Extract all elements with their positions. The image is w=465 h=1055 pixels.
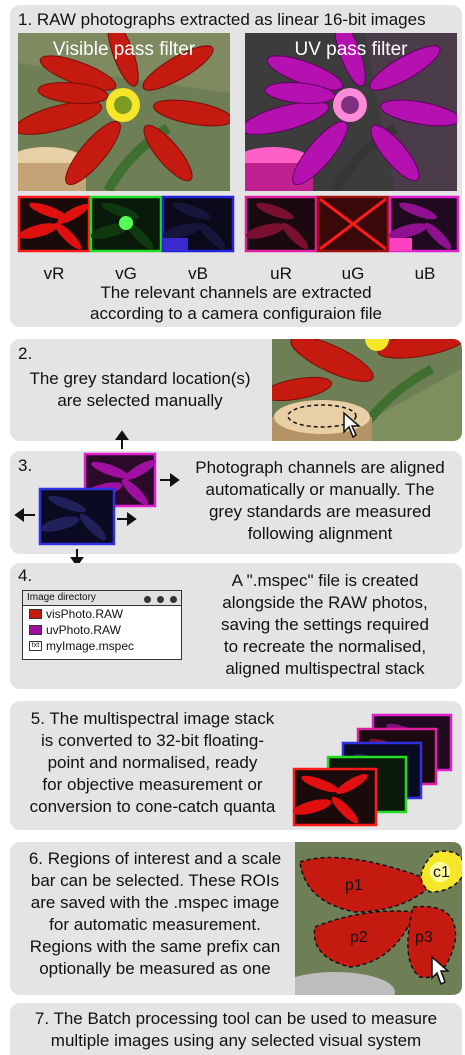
channel-thumbnails — [17, 195, 460, 253]
thumb-vB — [161, 195, 235, 253]
visible-photo: Visible pass filter — [18, 33, 230, 191]
alignment-diagram — [14, 430, 180, 567]
step4-line1: A ".mspec" file is created — [231, 571, 419, 590]
step7-line2: multiple images using any selected visua… — [50, 1031, 422, 1050]
thumb-uG-crossed — [316, 195, 390, 253]
step3-number: 3. — [18, 456, 33, 475]
channel-label-vR: vR — [43, 264, 65, 283]
roi-label-p2: p2 — [350, 929, 368, 946]
window-controls — [138, 594, 177, 608]
roi-p1 — [299, 856, 437, 913]
file-name: visPhoto.RAW — [46, 607, 123, 621]
thumb-uB — [388, 195, 460, 253]
directory-title: Image directory — [27, 592, 96, 603]
step7-line1: 7. The Batch processing tool can be used… — [34, 1009, 438, 1028]
channel-label-uB: uB — [414, 264, 436, 283]
step6-line5: Regions with the same prefix can — [29, 937, 281, 956]
step3-line2: automatically or manually. The — [205, 480, 435, 499]
step2-number: 2. — [18, 344, 33, 363]
uv-filter-label: UV pass filter — [295, 39, 409, 60]
step6-line3: are saved with the .mspec image — [30, 893, 280, 912]
step1-caption-line1: The relevant channels are extracted — [100, 283, 372, 302]
file-item-uvphoto[interactable]: uvPhoto.RAW — [23, 622, 181, 638]
step3-line3: grey standards are measured — [208, 502, 432, 521]
grey-standard-photo — [272, 339, 462, 441]
step4-number: 4. — [18, 566, 33, 585]
panel-step-7 — [10, 1003, 462, 1055]
step3-line1: Photograph channels are aligned — [195, 458, 445, 477]
step5-line3: point and normalised, ready — [47, 753, 258, 772]
visible-layer — [38, 487, 116, 546]
step4-line3: saving the settings required — [221, 615, 429, 634]
roi-photo: p1 p2 p3 c1 — [295, 842, 462, 995]
step5-line2: is converted to 32-bit floating- — [40, 731, 264, 750]
channel-label-vG: vG — [115, 264, 137, 283]
file-name: myImage.mspec — [46, 639, 135, 653]
red-image-icon — [29, 609, 42, 619]
cursor-arrow-icon — [431, 955, 450, 986]
step5-line4: for objective measurement or — [42, 775, 263, 794]
thumb-vR — [17, 195, 91, 253]
step6-line4: for automatic measurement. — [49, 915, 261, 934]
purple-image-icon — [29, 625, 42, 635]
step3-line4: following alignment — [247, 524, 393, 543]
step4-line4: to recreate the normalised, — [223, 637, 427, 656]
roi-label-p3: p3 — [415, 929, 433, 946]
step2-line1: The grey standard location(s) — [29, 369, 251, 388]
thumb-uR — [244, 195, 318, 253]
image-directory-window: Image directory visPhoto.RAW uvPhoto.RAW… — [22, 590, 182, 660]
channel-label-uG: uG — [341, 264, 365, 283]
file-item-mspec[interactable]: txt myImage.mspec — [23, 638, 181, 654]
step1-title: 1. RAW photographs extracted as linear 1… — [18, 10, 426, 29]
step6-line1: 6. Regions of interest and a scale — [28, 849, 282, 868]
step4-line5: aligned multispectral stack — [225, 659, 425, 678]
step2-line2: are selected manually — [57, 391, 223, 410]
file-name: uvPhoto.RAW — [46, 623, 121, 637]
image-stack — [292, 713, 453, 827]
uv-layer — [83, 452, 157, 508]
step6-line6: optionally be measured as one — [39, 959, 271, 978]
channel-label-uR: uR — [270, 264, 292, 283]
thumb-vG — [89, 195, 163, 253]
file-item-visphoto[interactable]: visPhoto.RAW — [23, 606, 181, 622]
step5-line5: conversion to cone-catch quanta — [29, 797, 276, 816]
roi-label-c1: c1 — [433, 864, 450, 881]
step6-line2: bar can be selected. These ROIs — [30, 871, 280, 890]
uv-photo: UV pass filter — [245, 33, 457, 191]
cursor-arrow-icon — [343, 411, 362, 439]
txt-file-icon: txt — [29, 641, 42, 651]
step1-caption-line2: according to a camera configuraion file — [90, 304, 382, 323]
move-arrows — [14, 430, 180, 567]
visible-filter-label: Visible pass filter — [53, 39, 196, 60]
channel-label-vB: vB — [188, 264, 208, 283]
step4-line2: alongside the RAW photos, — [222, 593, 428, 612]
roi-p2 — [313, 910, 417, 968]
directory-titlebar: Image directory — [23, 591, 181, 606]
roi-label-p1: p1 — [345, 877, 363, 894]
step5-line1: 5. The multispectral image stack — [30, 709, 275, 728]
